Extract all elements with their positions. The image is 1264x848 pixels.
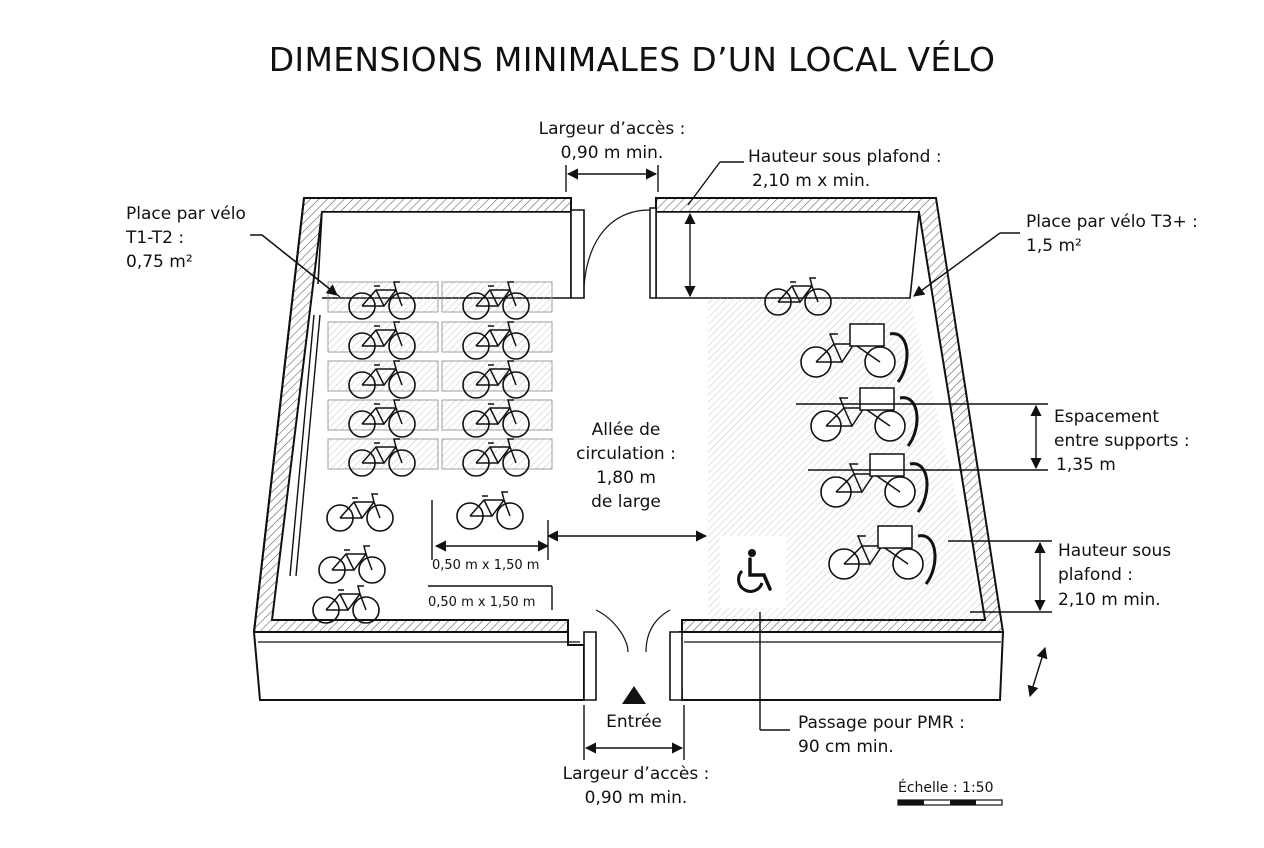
- spacing-label-2: entre supports :: [1054, 431, 1190, 451]
- aisle-label-2: circulation :: [576, 444, 676, 464]
- labels: Largeur d’accès : 0,90 m min. Hauteur so…: [125, 119, 1198, 808]
- bike-spot: [327, 399, 439, 431]
- pmr-label: Passage pour PMR :: [798, 713, 965, 733]
- bottom-access-label: Largeur d’accès :: [563, 764, 710, 784]
- triangle-up-icon: [622, 686, 646, 704]
- pmr-zone: [720, 536, 786, 608]
- scale-bar: [897, 799, 1003, 806]
- top-access-label: Largeur d’accès :: [539, 119, 686, 139]
- bike-spot: [327, 281, 439, 313]
- bike-spot: [327, 321, 439, 353]
- bike-spot: [327, 438, 439, 470]
- ceiling-top-label: Hauteur sous plafond :: [748, 147, 942, 167]
- place-t3-label: Place par vélo T3+ :: [1026, 212, 1198, 232]
- ceiling-right-label-2: plafond :: [1058, 565, 1133, 585]
- bicycle-icon: [312, 585, 380, 624]
- bicycle-icon: [326, 493, 394, 532]
- spot-dimension-2: 0,50 m x 1,50 m: [428, 595, 535, 610]
- bicycle-icon: [318, 545, 386, 584]
- doors: [570, 207, 683, 701]
- place-t1-label: Place par vélo: [126, 204, 246, 224]
- entrance-label: Entrée: [606, 712, 662, 732]
- spacing-label-1: Espacement: [1054, 407, 1159, 427]
- spacing-value: 1,35 m: [1056, 455, 1116, 475]
- aisle-label-1: Allée de: [592, 420, 661, 440]
- place-t1-value: 0,75 m²: [126, 252, 193, 272]
- ceiling-top-value: 2,10 m x min.: [752, 171, 870, 191]
- place-t3-value: 1,5 m²: [1026, 236, 1082, 256]
- aisle-label-4: de large: [591, 492, 661, 512]
- spot-dimension-1: 0,50 m x 1,50 m: [432, 558, 539, 573]
- aisle-label-3: 1,80 m: [596, 468, 656, 488]
- left-bike-spots: [312, 281, 553, 624]
- bike-spot: [441, 399, 553, 431]
- place-t1-type: T1-T2 :: [125, 228, 184, 248]
- dimension-lines: [250, 161, 1052, 760]
- right-room-walls: [655, 197, 1005, 701]
- scale-label: Échelle : 1:50: [898, 779, 993, 796]
- page-title: DIMENSIONS MINIMALES D’UN LOCAL VÉLO: [269, 39, 996, 79]
- top-access-value: 0,90 m min.: [561, 143, 664, 163]
- bike-spot: [327, 360, 439, 392]
- bike-spot: [441, 360, 553, 392]
- bike-spot: [441, 321, 553, 353]
- bike-spot: [441, 281, 553, 313]
- bicycle-icon: [456, 491, 524, 530]
- bike-spot: [441, 438, 553, 470]
- pmr-value: 90 cm min.: [798, 737, 894, 757]
- ceiling-right-label-1: Hauteur sous: [1058, 541, 1171, 561]
- left-room-walls: [252, 197, 585, 701]
- ceiling-right-value: 2,10 m min.: [1058, 590, 1161, 610]
- bottom-access-value: 0,90 m min.: [585, 788, 688, 808]
